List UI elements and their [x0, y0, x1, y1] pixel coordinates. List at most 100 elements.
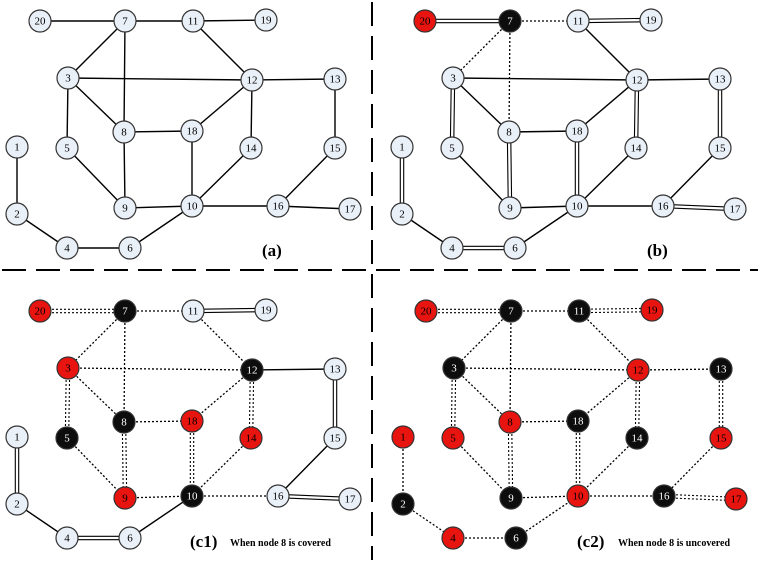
edge-15-16	[277, 147, 336, 207]
node-circle	[724, 487, 748, 511]
node-circle	[56, 66, 80, 90]
node-circle	[708, 136, 732, 160]
node-circle	[240, 358, 264, 382]
node-8: 8	[497, 120, 521, 144]
node-label: 3	[65, 73, 71, 85]
node-17: 17	[724, 487, 748, 511]
edge-14-10	[191, 147, 252, 207]
node-circle	[391, 492, 415, 516]
node-circle	[499, 299, 523, 323]
node-label: 15	[330, 143, 342, 155]
node-label: 16	[658, 201, 670, 213]
edge-8-9	[506, 131, 513, 209]
node-2: 2	[390, 202, 414, 226]
node-16: 16	[652, 484, 676, 508]
node-circle	[113, 486, 137, 510]
node-circle	[181, 9, 205, 33]
node-circle	[709, 357, 733, 381]
node-circle	[390, 202, 414, 226]
edge-7-3	[452, 20, 511, 79]
edge-15-16	[277, 437, 336, 497]
node-label: 6	[127, 243, 133, 255]
node-circle	[266, 484, 290, 508]
node-circle	[28, 299, 52, 323]
node-label: 20	[35, 16, 47, 28]
node-label: 1	[400, 432, 406, 444]
node-circle	[497, 120, 521, 144]
node-circle	[498, 196, 522, 220]
node-label: 1	[399, 142, 405, 154]
node-circle	[640, 298, 664, 322]
node-label: 17	[730, 204, 742, 216]
edge-3-8	[453, 367, 511, 423]
edge-7-3	[453, 310, 512, 369]
node-circle	[239, 136, 263, 160]
edge-13-15	[332, 369, 338, 438]
node-circle	[118, 236, 142, 260]
edge-7-8	[509, 310, 512, 423]
node-circle	[112, 410, 136, 434]
edge-6-10	[515, 495, 579, 539]
node-13: 13	[708, 67, 732, 91]
node-label: 13	[330, 364, 342, 376]
node-label: 4	[449, 243, 455, 255]
node-label: 20	[35, 306, 47, 318]
node-7: 7	[499, 299, 523, 323]
node-9: 9	[113, 486, 137, 510]
node-1: 1	[5, 135, 29, 159]
node-circle	[624, 136, 648, 160]
node-18: 18	[565, 119, 589, 143]
node-17: 17	[338, 487, 362, 511]
node-circle	[55, 236, 79, 260]
node-15: 15	[323, 136, 347, 160]
node-label: 2	[400, 499, 406, 511]
node-20: 20	[414, 299, 438, 323]
node-circle	[504, 526, 528, 550]
node-20: 20	[28, 299, 52, 323]
node-1: 1	[391, 425, 415, 449]
edge-11-12	[192, 310, 253, 371]
node-15: 15	[709, 426, 733, 450]
panel-label: (c1)	[190, 532, 217, 551]
node-label: 17	[345, 204, 357, 216]
node-6: 6	[118, 236, 142, 260]
node-circle	[565, 119, 589, 143]
edge-8-9	[507, 421, 514, 499]
node-19: 19	[254, 298, 278, 322]
node-label: 20	[420, 16, 432, 28]
node-label: 18	[573, 416, 585, 428]
edge-12-13	[637, 368, 722, 371]
edge-13-15	[718, 369, 724, 438]
node-label: 10	[573, 491, 585, 503]
node-12: 12	[240, 358, 264, 382]
node-label: 19	[261, 305, 273, 317]
node-label: 11	[573, 16, 584, 28]
edge-14-10	[191, 437, 252, 497]
node-16: 16	[651, 194, 675, 218]
node-1: 1	[5, 425, 29, 449]
node-circle	[440, 236, 464, 260]
panel-label: (a)	[262, 241, 282, 260]
node-circle	[180, 119, 204, 143]
node-circle	[414, 299, 438, 323]
edge-3-5	[66, 77, 69, 149]
node-circle	[441, 526, 465, 550]
node-label: 13	[716, 364, 728, 376]
edge-11-19	[577, 17, 652, 24]
node-19: 19	[254, 8, 278, 32]
node-4: 4	[55, 526, 79, 550]
node-label: 5	[449, 143, 455, 155]
edge-12-13	[251, 368, 336, 371]
node-label: 13	[715, 74, 727, 86]
node-20: 20	[28, 9, 52, 33]
node-5: 5	[55, 136, 79, 160]
node-label: 7	[122, 306, 128, 318]
node-circle	[113, 299, 137, 323]
node-14: 14	[625, 426, 649, 450]
node-circle	[240, 68, 264, 92]
node-16: 16	[266, 484, 290, 508]
